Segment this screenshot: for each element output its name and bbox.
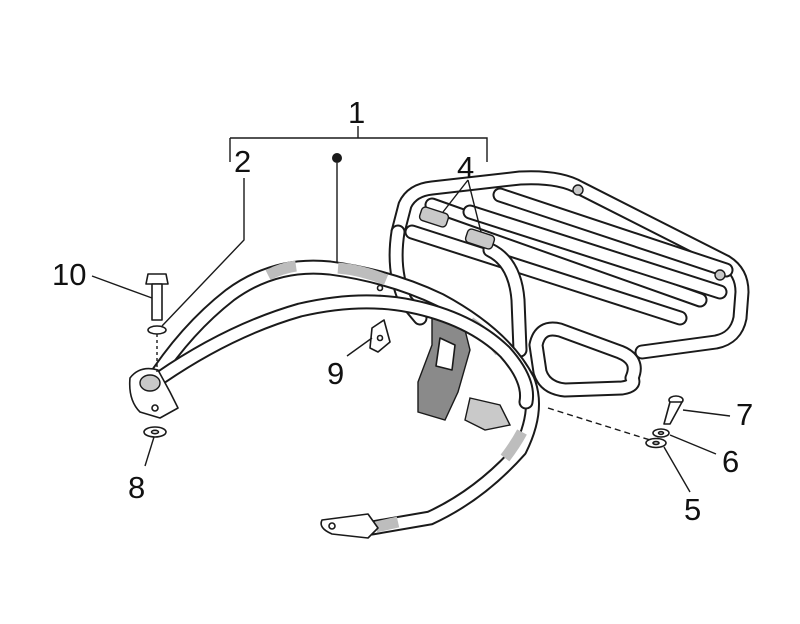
clip-9 [369, 319, 391, 353]
screw-7 [663, 395, 684, 425]
assembly-axis-line [547, 407, 651, 441]
callout-8: 8 [128, 470, 145, 505]
washer-6 [652, 428, 670, 438]
callout-6: 6 [722, 444, 739, 479]
callout-2: 2 [234, 144, 251, 179]
leader-lines [91, 126, 731, 493]
callout-1: 1 [348, 95, 365, 130]
callout-10: 10 [52, 257, 86, 292]
bullet-icon [332, 153, 342, 163]
callout-5: 5 [684, 492, 701, 527]
rear-frame-tube [128, 259, 540, 539]
bolt-left [145, 273, 169, 372]
washer-5 [645, 437, 667, 449]
washer-8 [143, 426, 167, 438]
callout-7: 7 [736, 397, 753, 432]
callout-4: 4 [457, 150, 474, 185]
callout-9: 9 [327, 356, 344, 391]
